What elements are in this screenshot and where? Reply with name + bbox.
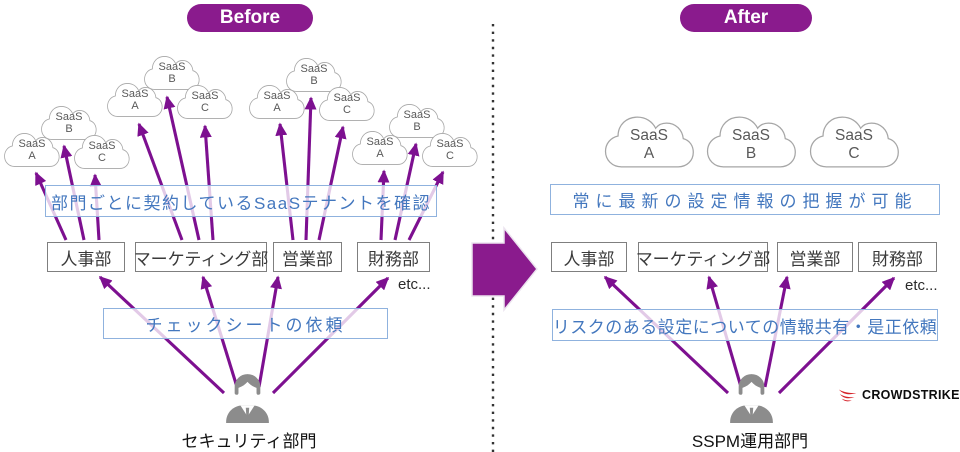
- saas-cloud: SaaS C: [74, 134, 130, 169]
- svg-text:SaaS: SaaS: [437, 138, 464, 150]
- dept-box-sales: 営業部: [273, 242, 342, 272]
- saas-cloud: SaaS C: [177, 84, 233, 119]
- logo-text: CROWDSTRIKE: [862, 388, 960, 402]
- transition-arrow: [471, 225, 538, 313]
- saas-cloud: SaaS C: [319, 86, 375, 121]
- dept-box-marketing: マーケティング部: [134, 242, 268, 272]
- falcon-icon: [838, 389, 857, 402]
- saas-cloud: SaaS B: [41, 105, 97, 140]
- before-note-bottom: チェックシートの依頼: [103, 308, 388, 339]
- svg-text:SaaS: SaaS: [264, 90, 291, 102]
- saas-cloud: SaaS B: [706, 116, 796, 168]
- saas-cluster: SaaS B SaaS A SaaS C: [4, 105, 130, 169]
- saas-cluster: SaaS B SaaS A SaaS C: [352, 103, 478, 167]
- svg-text:SaaS: SaaS: [835, 127, 873, 144]
- svg-text:C: C: [848, 145, 859, 162]
- dept-box-finance: 財務部: [357, 242, 430, 272]
- svg-text:SaaS: SaaS: [122, 88, 149, 100]
- security-person-icon: [226, 374, 269, 423]
- svg-text:C: C: [446, 150, 454, 162]
- svg-text:B: B: [310, 75, 317, 87]
- svg-text:B: B: [65, 123, 72, 135]
- svg-text:A: A: [644, 145, 655, 162]
- saas-cloud: SaaS C: [809, 116, 899, 168]
- after-note-top: 常に最新の設定情報の把握が可能: [550, 184, 940, 215]
- before-note-top: 部門ごとに契約しているSaaSテナントを確認: [45, 185, 437, 217]
- svg-text:B: B: [168, 73, 175, 85]
- before-badge: Before: [187, 4, 313, 32]
- svg-text:SaaS: SaaS: [334, 92, 361, 104]
- svg-text:A: A: [376, 148, 384, 160]
- saas-cloud: SaaS A: [352, 130, 408, 165]
- security-dept-label: セキュリティ部門: [181, 432, 317, 451]
- dept-box-hr: 人事部: [551, 242, 627, 272]
- after-badge: After: [680, 4, 812, 32]
- saas-cluster: SaaS B SaaS A SaaS C: [107, 55, 233, 119]
- svg-text:SaaS: SaaS: [301, 63, 328, 75]
- svg-text:SaaS: SaaS: [159, 61, 186, 73]
- svg-text:A: A: [131, 100, 139, 112]
- svg-text:SaaS: SaaS: [630, 127, 668, 144]
- sspm-dept-label: SSPM運用部門: [691, 432, 809, 451]
- svg-text:A: A: [273, 102, 281, 114]
- svg-text:A: A: [28, 150, 36, 162]
- etc-label: etc...: [905, 277, 938, 294]
- saas-cloud: SaaS B: [389, 103, 445, 138]
- dept-box-hr: 人事部: [47, 242, 125, 272]
- etc-label: etc...: [398, 276, 431, 293]
- sspm-person-icon: [730, 374, 773, 423]
- saas-cloud: SaaS A: [107, 82, 163, 117]
- svg-text:SaaS: SaaS: [19, 138, 46, 150]
- svg-text:C: C: [98, 152, 106, 164]
- saas-cloud: SaaS A: [249, 84, 305, 119]
- saas-cloud: SaaS A: [4, 132, 60, 167]
- svg-text:SaaS: SaaS: [192, 90, 219, 102]
- saas-cloud: SaaS B: [144, 55, 200, 90]
- svg-text:B: B: [746, 145, 756, 162]
- svg-text:SaaS: SaaS: [732, 127, 770, 144]
- svg-text:B: B: [413, 121, 420, 133]
- after-note-bottom: リスクのある設定についての情報共有・是正依頼: [552, 309, 938, 341]
- crowdstrike-logo: CROWDSTRIKE: [838, 387, 960, 403]
- svg-text:C: C: [201, 102, 209, 114]
- saas-cloud: SaaS B: [286, 57, 342, 92]
- dept-box-finance: 財務部: [858, 242, 937, 272]
- svg-text:SaaS: SaaS: [367, 136, 394, 148]
- dept-box-marketing: マーケティング部: [636, 242, 770, 272]
- saas-cluster: SaaS B SaaS A SaaS C: [249, 57, 375, 121]
- dept-to-cloud-arrows: [34, 95, 445, 241]
- svg-text:SaaS: SaaS: [404, 109, 431, 121]
- dept-box-sales: 営業部: [777, 242, 853, 272]
- svg-text:SaaS: SaaS: [56, 111, 83, 123]
- svg-text:C: C: [343, 104, 351, 116]
- saas-cloud: SaaS A: [604, 116, 694, 168]
- svg-text:SaaS: SaaS: [89, 140, 116, 152]
- saas-cloud: SaaS C: [422, 132, 478, 167]
